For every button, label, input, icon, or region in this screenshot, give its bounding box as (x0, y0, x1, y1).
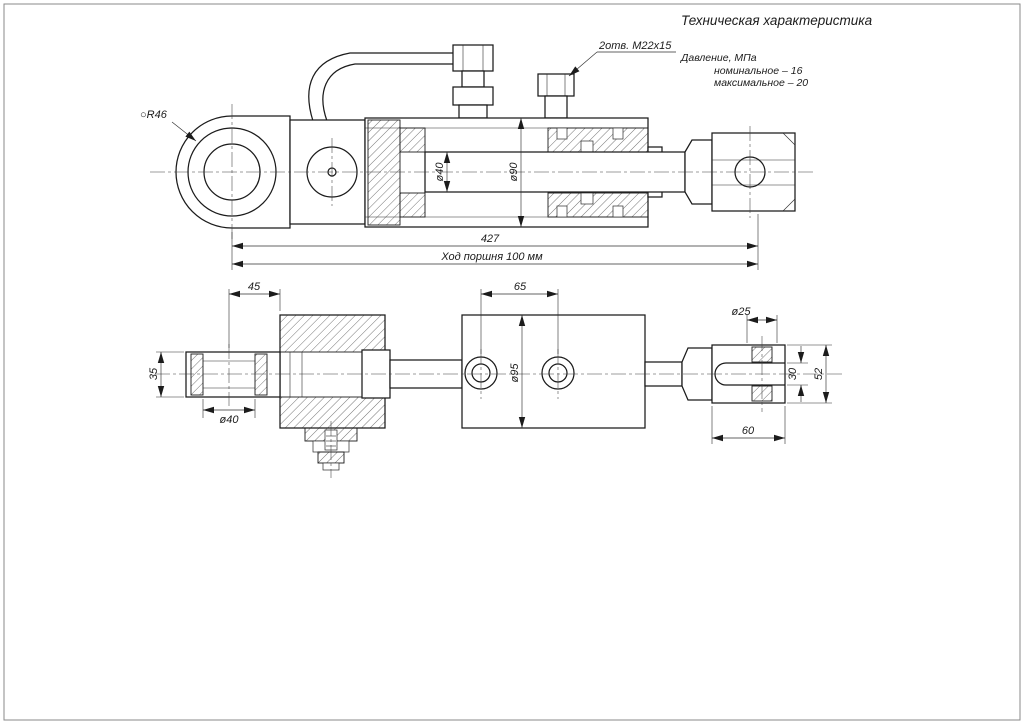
dim-eye-bore: ø40 (202, 399, 256, 426)
pressure-nominal-value: номинальное – 16 (714, 65, 803, 77)
plan-rod-eye (185, 351, 281, 398)
hose-tube (308, 52, 453, 122)
lug-offset-label: 45 (248, 281, 261, 293)
bore-diameter-label: ø90 (508, 162, 520, 182)
overall-length-label: 427 (481, 233, 500, 245)
body-diameter-label: ø95 (509, 363, 521, 383)
pressure-maximal-value: максимальное – 20 (714, 77, 808, 89)
fork-length-label: 60 (742, 425, 755, 437)
plan-centerlines (155, 336, 845, 478)
tech-title: Техническая характеристика (681, 13, 873, 28)
callout-eye-radius: ○R46 (140, 109, 197, 142)
dim-body-diameter: ø95 (509, 315, 526, 428)
side-view-centerlines (150, 104, 815, 240)
slot-width-label: 30 (787, 367, 799, 380)
dim-eye-width: 35 (148, 351, 184, 398)
dim-lug-offset: 45 (228, 281, 281, 348)
front-port-fitting (537, 73, 575, 119)
pin-diameter-label: ø25 (732, 306, 752, 318)
pressure-label: Давление, МПа (680, 52, 757, 64)
side-view: ○R46 2отв. М22х15 ø40 ø90 427 Ход поршня… (140, 40, 815, 270)
piston-stroke-label: Ход поршня 100 мм (440, 251, 543, 263)
eye-bore-label: ø40 (220, 414, 240, 426)
plan-rear-block (279, 314, 386, 429)
dim-overall-length: 427 (231, 214, 759, 270)
dim-slot-width: 30 (787, 346, 808, 402)
rear-cap-section (367, 119, 426, 226)
eye-radius-label: ○R46 (140, 109, 168, 121)
dim-pin-diameter: ø25 (732, 306, 778, 343)
front-gland-section (547, 127, 649, 218)
port-spacing-label: 65 (514, 281, 527, 293)
plan-view: 45 65 ø25 35 ø40 ø95 (148, 281, 845, 478)
dim-bore-diameter: ø90 (508, 118, 525, 227)
fork-height-label: 52 (813, 368, 825, 380)
drawing-frame (3, 3, 1021, 721)
dim-rod-diameter: ø40 (434, 152, 451, 192)
eye-width-label: 35 (148, 367, 160, 380)
rod-diameter-label: ø40 (434, 162, 446, 182)
dim-port-spacing: 65 (480, 281, 559, 354)
tech-characteristics: Техническая характеристика Давление, МПа… (680, 13, 873, 89)
hose-port-fitting (452, 44, 494, 119)
dim-piston-stroke: Ход поршня 100 мм (232, 251, 758, 268)
dim-fork-height: 52 (787, 344, 832, 404)
plan-main-body (461, 314, 646, 429)
dim-fork-length: 60 (711, 406, 786, 444)
ports-label: 2отв. М22х15 (598, 40, 672, 52)
callout-ports: 2отв. М22х15 (568, 40, 676, 77)
